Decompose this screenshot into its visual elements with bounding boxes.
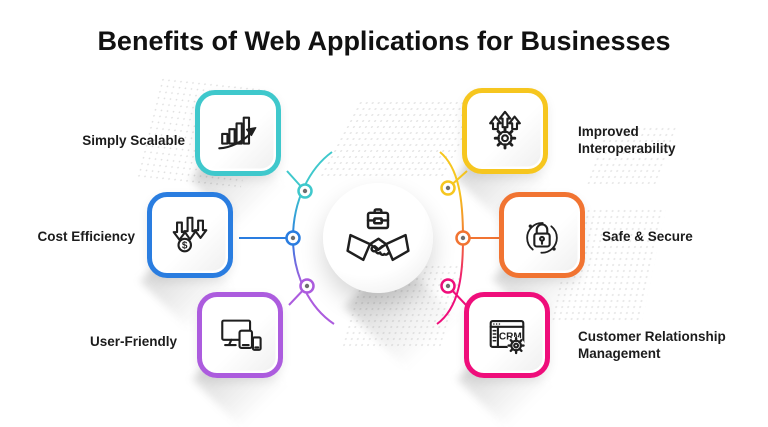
briefcase-handshake-icon — [346, 208, 410, 262]
secure-lock-icon — [526, 222, 558, 254]
center-circle — [323, 183, 433, 293]
benefit-card-crm: CRM — [464, 292, 550, 378]
connector-node — [285, 230, 301, 246]
benefit-card-user-friendly — [197, 292, 283, 378]
connector-node — [299, 278, 315, 294]
cost-down-arrows-icon: $ — [172, 216, 208, 253]
label-safe-secure: Safe & Secure — [602, 229, 693, 244]
benefit-card-simply-scalable — [195, 90, 281, 176]
responsive-devices-icon — [221, 319, 262, 351]
crm-browser-icon: CRM — [489, 320, 525, 355]
connector-node — [440, 180, 456, 196]
connector-node — [455, 230, 471, 246]
label-cost-efficiency: Cost Efficiency — [37, 229, 135, 244]
page-title: Benefits of Web Applications for Busines… — [97, 26, 671, 56]
label-crm: Customer Relationship Management — [578, 329, 726, 361]
benefit-card-safe-secure — [499, 192, 585, 278]
label-user-friendly: User-Friendly — [89, 334, 177, 349]
dollar-glyph: $ — [182, 241, 188, 252]
benefit-card-improved-interoperability — [462, 88, 548, 174]
gear-up-arrows-icon — [489, 110, 521, 150]
connector-node — [440, 278, 456, 294]
label-improved-interoperability: Improved Interoperability — [578, 124, 676, 156]
benefit-card-cost-efficiency: $ — [147, 192, 233, 278]
label-simply-scalable: Simply Scalable — [82, 133, 185, 148]
crm-glyph: CRM — [499, 331, 522, 342]
connector-node — [297, 183, 313, 199]
growth-chart-icon — [218, 116, 257, 150]
